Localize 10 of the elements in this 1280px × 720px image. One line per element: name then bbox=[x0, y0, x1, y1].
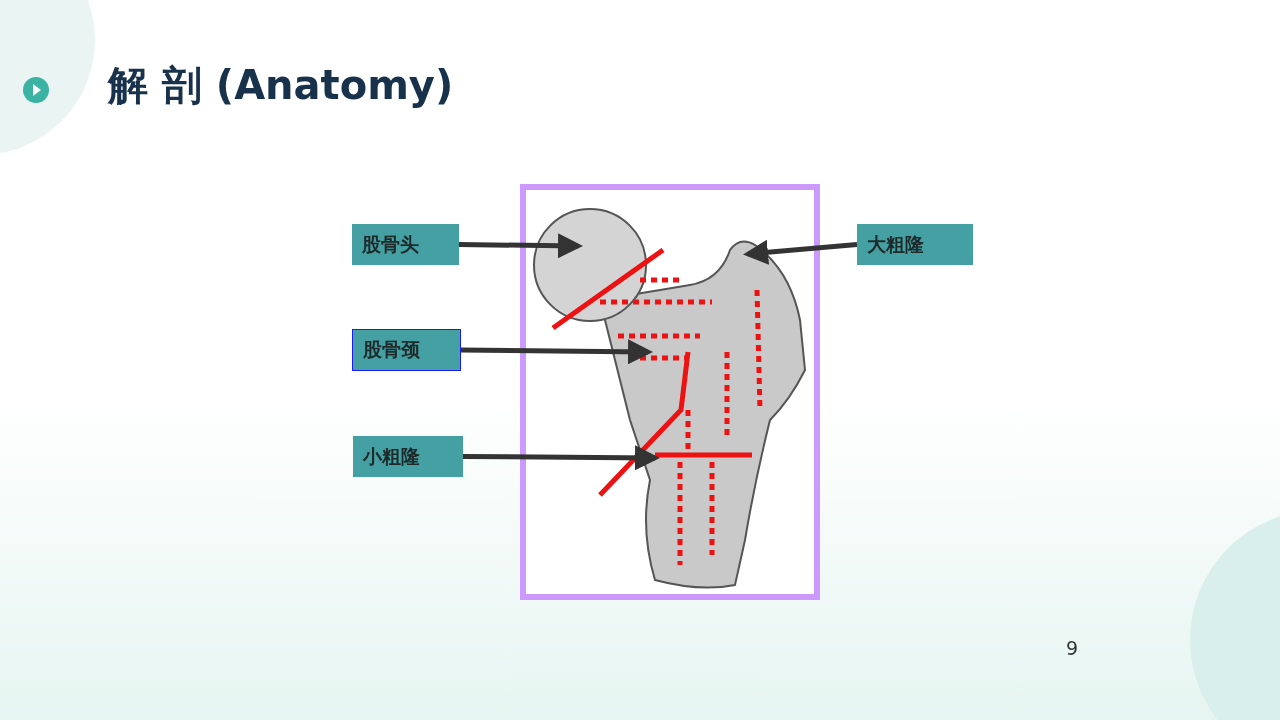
label-box: 小粗隆 bbox=[353, 436, 463, 477]
arrow bbox=[458, 233, 583, 259]
arrow bbox=[463, 445, 660, 471]
arrow bbox=[460, 339, 653, 365]
title: 解 剖 (Anatomy) bbox=[108, 61, 454, 110]
label-box: 股骨头 bbox=[352, 224, 459, 265]
page-number: 9 bbox=[1066, 637, 1079, 659]
label-box: 股骨颈 bbox=[352, 329, 461, 371]
label-box: 大粗隆 bbox=[857, 224, 973, 265]
arrow bbox=[743, 239, 858, 265]
